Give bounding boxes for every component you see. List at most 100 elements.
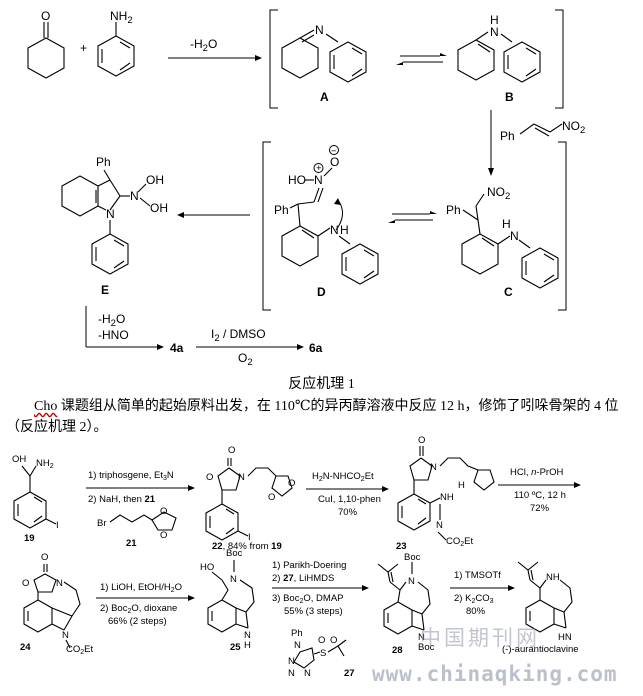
svg-text:O: O [206,472,213,483]
svg-text:NH: NH [440,492,454,503]
svg-text:H: H [458,480,465,491]
svg-text:2) NaH, then 21: 2) NaH, then 21 [88,494,156,505]
svg-text:2) Boc2O, dioxane: 2) Boc2O, dioxane [100,603,177,615]
svg-text:N: N [490,25,499,39]
svg-text:NH2: NH2 [110,9,133,26]
svg-text:N: N [330,223,339,237]
svg-text:1) triphosgene, Et3N: 1) triphosgene, Et3N [88,470,174,482]
svg-text:HO: HO [200,562,214,573]
svg-text:N: N [436,520,443,531]
bracket-right-dc [558,141,567,311]
bracket-left-ab [269,9,278,109]
svg-text:CO2Et: CO2Et [66,644,93,656]
svg-text:Ph: Ph [446,203,461,217]
svg-text:66% (2 steps): 66% (2 steps) [108,616,167,627]
svg-text:H: H [490,13,499,27]
paragraph-text: 课题组从简单的起始原料出发，在 110℃的异丙醇溶液中反应 12 h，修饰了吲哚… [6,399,619,435]
label-23: 23 [396,541,407,552]
bracket-right-ab [555,9,564,109]
svg-text:CuI, 1,10-phen: CuI, 1,10-phen [318,494,381,505]
svg-text:110 ºC, 12 h: 110 ºC, 12 h [514,490,566,501]
svg-text:O: O [41,552,48,563]
svg-text:2) 27, LiHMDS: 2) 27, LiHMDS [272,573,334,584]
label-19: 19 [24,533,35,544]
svg-text:H: H [502,217,511,231]
svg-text:HN: HN [558,632,572,643]
svg-text:N: N [130,189,139,203]
svg-text:I: I [56,520,59,531]
imine-A: N [281,23,367,83]
label-D: D [317,285,326,299]
compound-E: Ph N N OH OH [61,155,168,275]
watermark-url: www.chinaqking.com [372,662,618,686]
compound-19: OH NH2 I [12,454,59,531]
svg-text:H: H [340,223,349,237]
svg-text:N: N [314,173,323,187]
intermediate-D: HO N + O − Ph N H [274,145,379,285]
svg-text:S: S [320,648,326,659]
svg-text:−: − [331,146,337,157]
svg-text:N: N [62,630,69,641]
svg-text:+: + [316,163,322,174]
svg-text:80%: 80% [466,606,486,617]
svg-text:CO2Et: CO2Et [446,536,473,548]
svg-text:72%: 72% [530,503,550,514]
svg-text:O: O [160,506,167,517]
e-condition-2: -HNO [98,328,129,342]
label-B: B [505,90,514,104]
svg-text:N: N [430,462,437,473]
svg-text:O: O [160,530,167,541]
svg-text:O: O [268,492,275,503]
label-22: 22, 84% from 19 [212,541,282,552]
compound-22: O O N O O I [205,445,295,543]
svg-text:O: O [330,635,337,646]
svg-text:N: N [288,656,295,667]
svg-text:2) K2CO3: 2) K2CO3 [454,593,494,605]
watermark-cn: 中国期刊网 [420,626,540,650]
condition-o2: O2 [238,351,253,368]
svg-text:70%: 70% [338,507,358,518]
label-25: 25 [230,642,241,653]
svg-text:N: N [238,472,245,483]
svg-text:3) Boc2O, DMAP: 3) Boc2O, DMAP [272,593,344,605]
svg-text:1) TMSOTf: 1) TMSOTf [454,570,501,581]
compound-25: Boc N HO N H [200,548,255,651]
label-C: C [504,285,513,299]
svg-text:Br: Br [97,518,107,529]
svg-text:1) LiOH, EtOH/H2O: 1) LiOH, EtOH/H2O [100,582,182,594]
svg-text:NH2: NH2 [36,458,54,470]
svg-text:I: I [248,532,251,543]
svg-text:N: N [408,576,415,587]
label-28: 28 [392,645,403,656]
nitro-adduct-C: NO2 Ph H N [446,185,559,289]
svg-text:N: N [304,668,311,679]
svg-text:H: H [244,640,251,651]
ketone-o: O [41,9,50,23]
svg-text:N: N [288,668,295,679]
svg-text:N: N [106,207,115,221]
svg-text:NO2: NO2 [487,185,510,202]
svg-text:O: O [22,578,29,589]
bracket-left-dc [262,141,271,311]
aniline: NH2 [97,9,135,77]
compound-27: Ph N N N N S O O [288,628,347,679]
svg-text:Ph: Ph [500,129,515,143]
arrow-1-label: -H2O [190,37,217,54]
label-E: E [101,283,109,297]
svg-text:N: N [244,630,251,641]
svg-text:O: O [288,478,295,489]
cyclohexanone: O [27,9,65,79]
svg-text:N: N [230,574,237,585]
svg-text:N: N [56,578,63,589]
svg-text:Ph: Ph [96,155,111,169]
label-21: 21 [126,538,137,549]
compound-21: Br O O [97,506,177,541]
svg-text:O: O [330,155,339,169]
svg-text:Boc: Boc [226,548,243,559]
svg-text:OH: OH [150,201,168,215]
plus-sign: + [80,41,87,55]
svg-text:HO: HO [288,173,306,187]
svg-text:NO2: NO2 [562,119,585,136]
svg-text:55% (3 steps): 55% (3 steps) [284,606,343,617]
label-24: 24 [20,642,31,653]
